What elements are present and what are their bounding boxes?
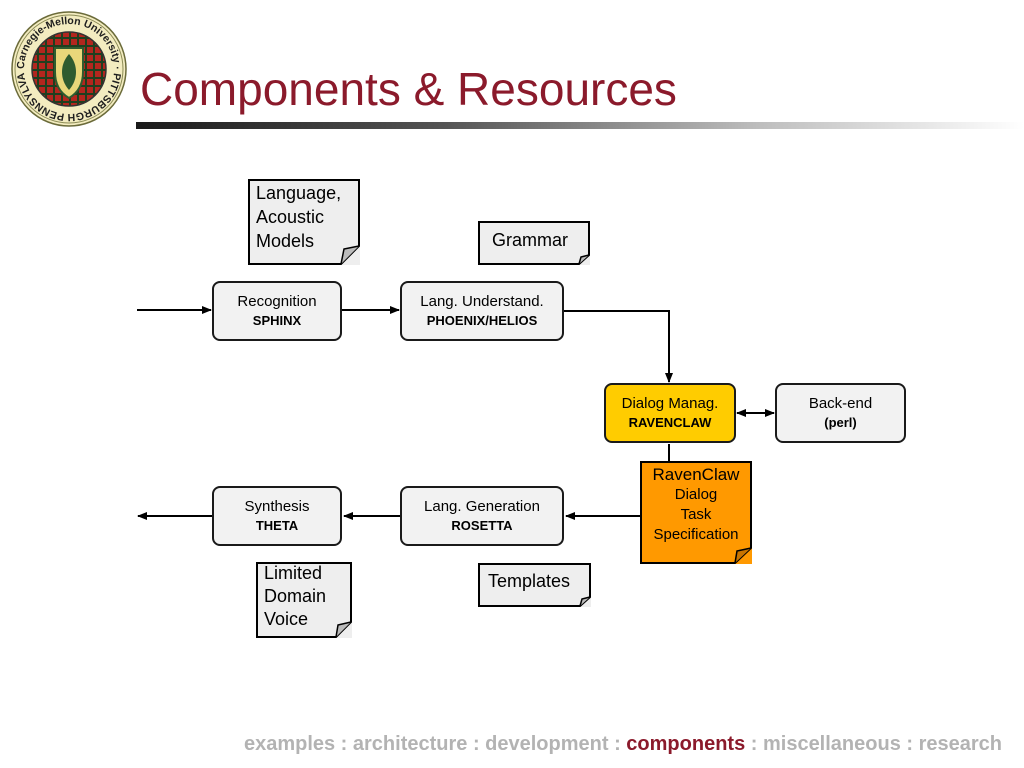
models-line-1: Language, <box>256 183 342 203</box>
models-line-3: Models <box>256 231 315 251</box>
grammar-text: Grammar <box>492 230 568 250</box>
dialog-manager-box: Dialog Manag. RAVENCLAW <box>604 383 736 443</box>
understanding-label: Lang. Understand. <box>420 293 544 310</box>
title-rule <box>136 122 1024 129</box>
cmu-seal-logo: Carnegie-Mellon University · PITTSBURGH … <box>10 10 127 127</box>
slide-title: Components & Resources <box>140 63 677 115</box>
understanding-name: PHOENIX/HELIOS <box>426 313 538 328</box>
arrow-understanding-to-dialog <box>564 310 673 383</box>
backend-box: Back-end (perl) <box>775 383 906 443</box>
templates-note: Templates <box>478 563 591 607</box>
footer-nav-after[interactable]: : miscellaneous : research <box>745 733 1002 755</box>
synthesis-name: THETA <box>255 518 299 533</box>
task-spec-line-1: RavenClaw <box>652 465 740 484</box>
backend-name: (perl) <box>824 415 857 430</box>
task-spec-line-4: Specification <box>653 526 739 543</box>
generation-name: ROSETTA <box>451 518 513 533</box>
generation-label: Lang. Generation <box>424 498 540 515</box>
generation-box: Lang. Generation ROSETTA <box>400 486 564 546</box>
task-spec-note: RavenClaw Dialog Task Specification <box>640 461 752 564</box>
voice-line-3: Voice <box>264 609 309 629</box>
synthesis-box: Synthesis THETA <box>212 486 342 546</box>
footer-nav-before[interactable]: examples : architecture : development : <box>243 733 627 755</box>
grammar-note: Grammar <box>478 221 590 265</box>
footer-nav-current[interactable]: components <box>626 733 746 755</box>
voice-note: Limited Domain Voice <box>256 562 352 638</box>
backend-label: Back-end <box>808 395 873 412</box>
synthesis-label: Synthesis <box>244 498 310 515</box>
recognition-box: Recognition SPHINX <box>212 281 342 341</box>
footer-navigation: examples : architecture : development : … <box>244 733 1002 756</box>
task-spec-line-2: Dialog <box>674 486 718 503</box>
models-line-2: Acoustic <box>256 207 325 227</box>
recognition-name: SPHINX <box>252 313 302 328</box>
models-note: Language, Acoustic Models <box>248 179 360 265</box>
dialog-label: Dialog Manag. <box>621 395 719 412</box>
voice-line-1: Limited <box>264 563 323 583</box>
recognition-label: Recognition <box>237 293 317 310</box>
templates-text: Templates <box>488 571 571 591</box>
understanding-box: Lang. Understand. PHOENIX/HELIOS <box>400 281 564 341</box>
task-spec-line-3: Task <box>680 506 712 523</box>
voice-line-2: Domain <box>264 586 327 606</box>
dialog-name: RAVENCLAW <box>628 415 712 430</box>
